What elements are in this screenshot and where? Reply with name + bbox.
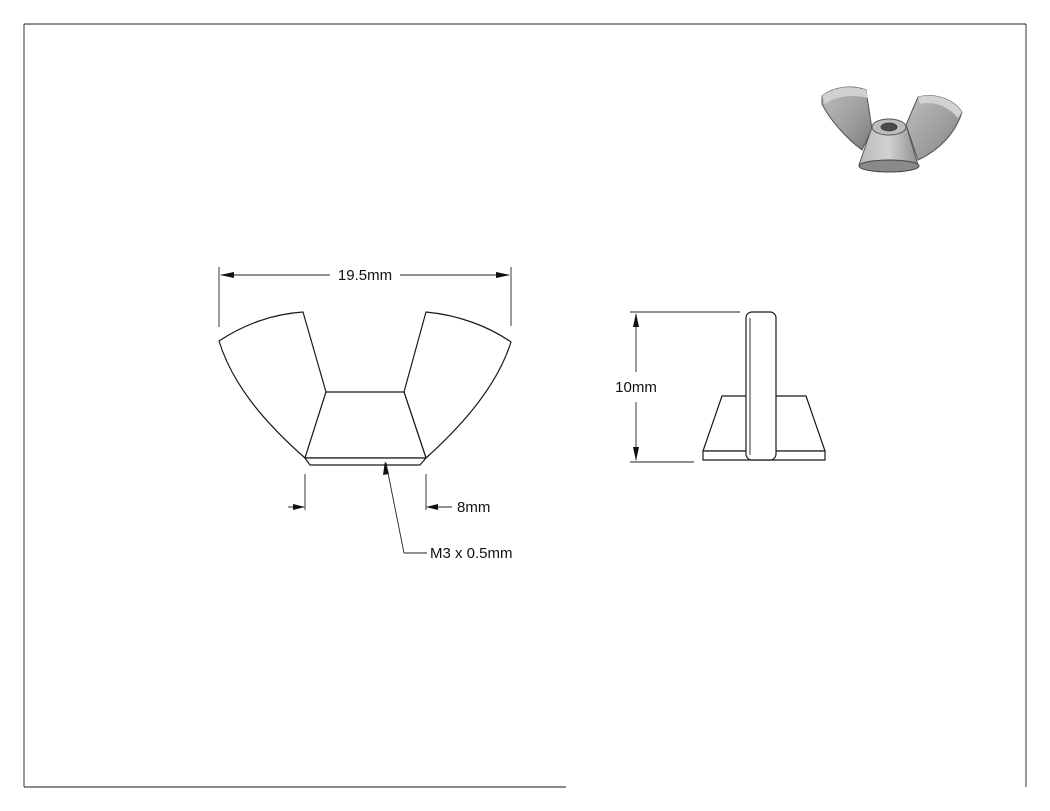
front-right-wing bbox=[403, 311, 512, 459]
height-dimension: 10mm bbox=[615, 311, 740, 463]
side-view bbox=[702, 311, 826, 461]
thread-callout-label: M3 x 0.5mm bbox=[430, 545, 513, 562]
front-view bbox=[218, 311, 512, 466]
side-wing-plate bbox=[745, 311, 777, 461]
hole-dimension: 8mm bbox=[288, 474, 490, 516]
front-center-body bbox=[304, 391, 427, 459]
front-left-wing bbox=[218, 311, 327, 459]
front-base-strip bbox=[304, 457, 427, 466]
height-dimension-label: 10mm bbox=[615, 379, 657, 396]
wing-nut-3d-render bbox=[821, 86, 963, 173]
sheet-border bbox=[23, 23, 1027, 788]
render-base bbox=[858, 159, 920, 173]
width-dimension-label: 19.5mm bbox=[338, 267, 392, 284]
render-thread-hole bbox=[880, 122, 898, 132]
thread-callout: M3 x 0.5mm bbox=[383, 461, 513, 562]
hole-dimension-label: 8mm bbox=[457, 499, 490, 516]
width-dimension: 19.5mm bbox=[218, 267, 512, 327]
